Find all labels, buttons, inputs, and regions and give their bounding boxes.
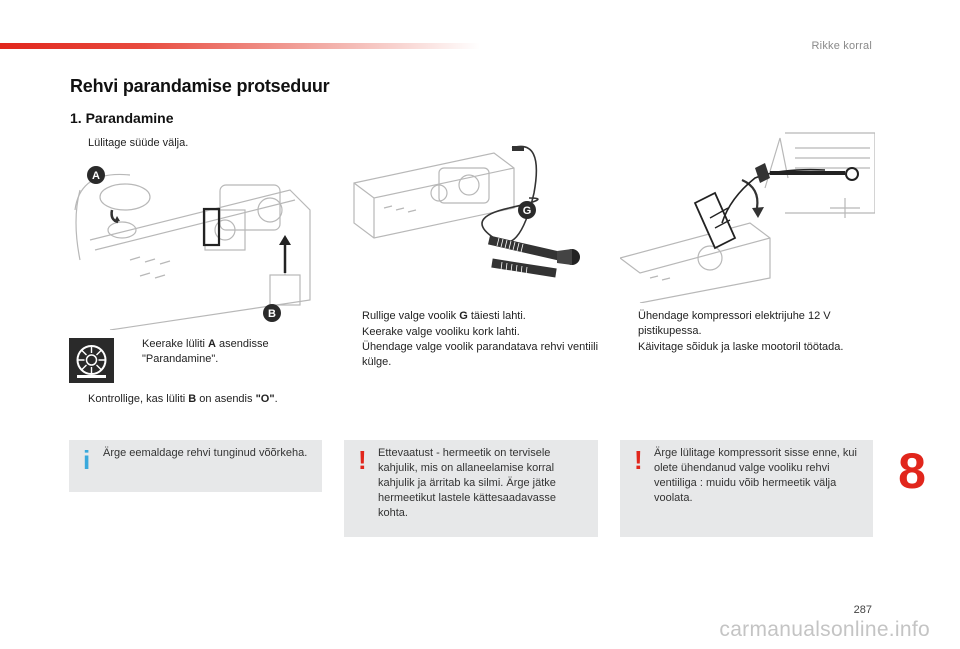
info-note: i Ärge eemaldage rehvi tunginud võõrkeha… — [69, 440, 322, 492]
repair-mode-dial-icon — [69, 338, 114, 383]
hose-illustration: G — [353, 145, 580, 278]
step-check-switch-b: Kontrollige, kas lüliti B on asendis "O"… — [70, 392, 330, 407]
step-text: Keerake lüliti — [142, 338, 209, 350]
page-title: Rehvi parandamise protseduur — [70, 76, 330, 96]
section-subtitle: 1. Parandamine — [70, 110, 174, 126]
hose-g-ref: G — [459, 310, 468, 322]
callout-g: G — [518, 201, 536, 219]
callout-a: A — [87, 166, 105, 184]
step-text: Ühendage valge voolik parandatava rehvi … — [362, 341, 599, 368]
step-unscrew-cap: Keerake valge vooliku kork lahti. — [344, 325, 599, 340]
step-text: on asendis — [196, 393, 256, 405]
chapter-number: 8 — [898, 443, 926, 499]
step-turn-switch-a: Keerake lüliti A asendisse "Parandamine"… — [124, 337, 320, 367]
warning-note-compressor: ! Ärge lülitage kompressorit sisse enne,… — [620, 440, 873, 537]
warning-note-text: Ärge lülitage kompressorit sisse enne, k… — [654, 447, 857, 504]
step-text: asendisse "Parandamine". — [142, 338, 269, 365]
header-accent-bar — [0, 43, 480, 49]
step-ignition-off: Lülitage süüde välja. — [70, 136, 320, 151]
svg-text:A: A — [92, 170, 100, 182]
step-text: täiesti lahti. — [467, 310, 526, 322]
section-label: Rikke korral — [811, 40, 872, 52]
step-text: Rullige valge voolik — [362, 310, 460, 322]
step-text: . — [274, 393, 278, 405]
step-text: Keerake valge vooliku kork lahti. — [362, 326, 520, 338]
warning-icon: ! — [634, 445, 643, 475]
power-socket-illustration — [620, 132, 875, 303]
warning-note-text: Ettevaatust - hermeetik on tervisele kah… — [378, 447, 556, 519]
step-unroll-hose: Rullige valge voolik G täiesti lahti. — [344, 309, 599, 324]
svg-text:G: G — [523, 205, 532, 217]
switch-a-ref: A — [208, 338, 216, 350]
step-text: Kontrollige, kas lüliti — [88, 393, 189, 405]
watermark: carmanualsonline.info — [719, 618, 930, 641]
warning-note: ! Ettevaatust - hermeetik on tervisele k… — [344, 440, 598, 537]
warning-icon: ! — [358, 445, 367, 475]
svg-text:B: B — [268, 308, 276, 320]
compressor-switch-illustration: A B — [74, 166, 311, 330]
switch-position-ref: "O" — [255, 393, 275, 405]
info-note-text: Ärge eemaldage rehvi tunginud võõrkeha. — [103, 447, 308, 459]
step-text: Lülitage süüde välja. — [88, 137, 189, 149]
step-text: Käivitage sõiduk ja laske mootoril tööta… — [638, 341, 844, 353]
step-connect-power: Ühendage kompressori elektrijuhe 12 V pi… — [620, 309, 875, 339]
switch-b-ref: B — [188, 393, 197, 405]
step-text: Ühendage kompressori elektrijuhe 12 V pi… — [638, 310, 831, 337]
step-connect-hose: Ühendage valge voolik parandatava rehvi … — [344, 340, 599, 370]
step-start-engine: Käivitage sõiduk ja laske mootoril tööta… — [620, 340, 875, 355]
info-icon: i — [83, 445, 91, 475]
callout-b: B — [263, 304, 281, 322]
page-number: 287 — [853, 604, 872, 616]
